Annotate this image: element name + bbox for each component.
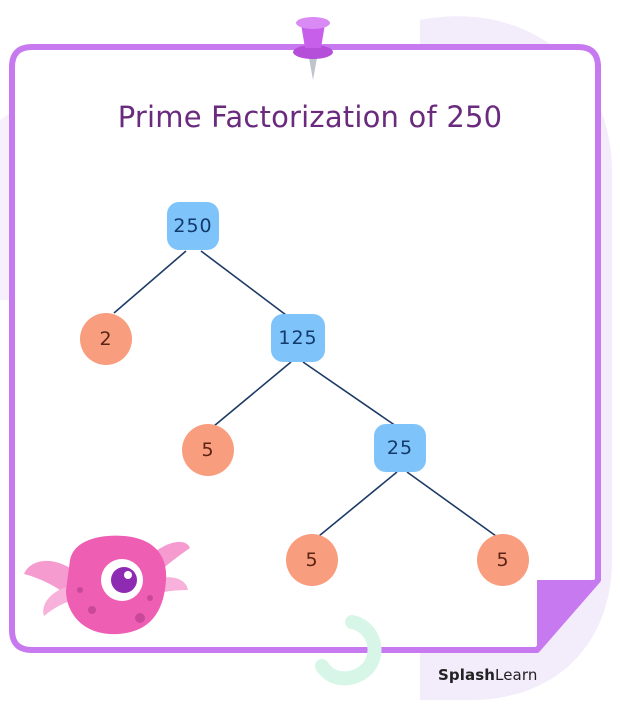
node-2-prime: 2: [80, 313, 132, 365]
node-250: 250: [167, 202, 219, 250]
logo-part-learn: Learn: [495, 666, 537, 684]
logo-part-splash: Splash: [438, 666, 495, 684]
splashlearn-logo: SplashLearn: [438, 666, 537, 684]
node-125: 125: [271, 314, 325, 362]
node-25: 25: [374, 424, 426, 472]
diagram-title: Prime Factorization of 250: [0, 100, 620, 134]
node-5-prime-c: 5: [477, 534, 529, 586]
node-5-prime-b: 5: [286, 534, 338, 586]
node-5-prime-a: 5: [182, 424, 234, 476]
